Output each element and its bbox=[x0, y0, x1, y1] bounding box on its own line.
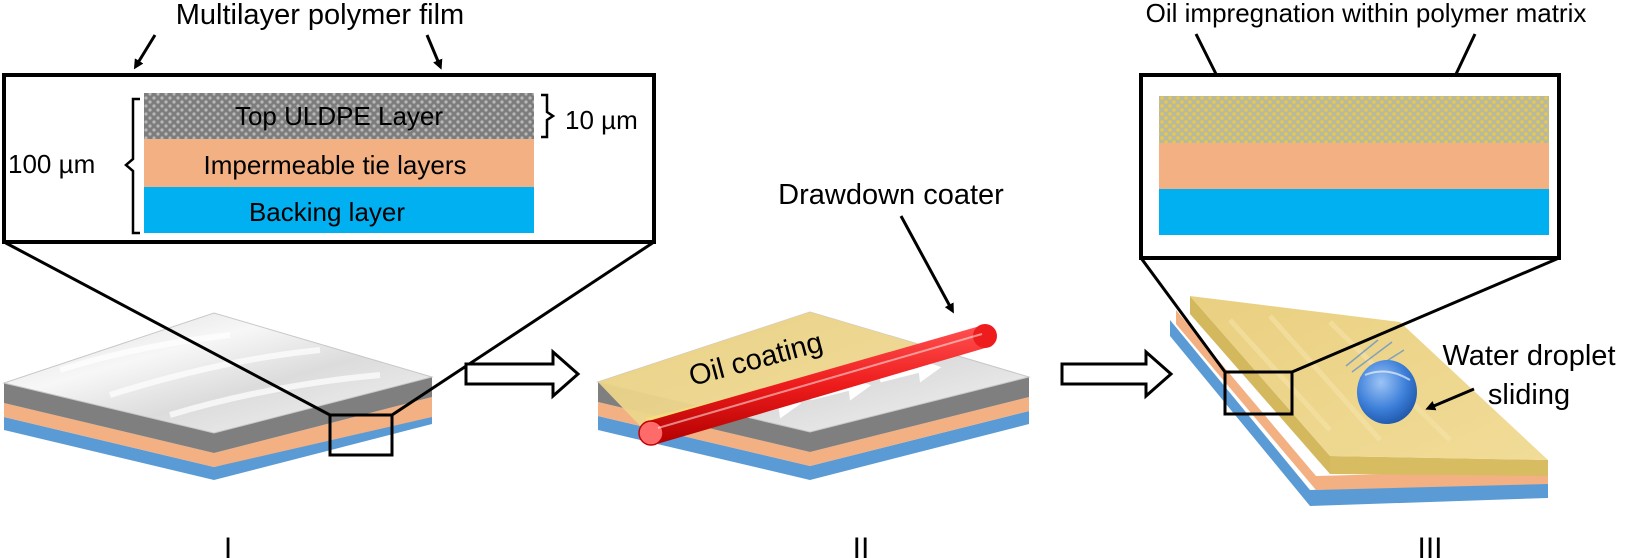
zoom-box-3 bbox=[1223, 370, 1294, 416]
layer-tie-label: Impermeable tie layers bbox=[204, 150, 467, 180]
water-droplet bbox=[1345, 339, 1417, 424]
panel3-title: Oil impregnation within polymer matrix bbox=[1146, 0, 1587, 28]
layer-uldpe-label: Top ULDPE Layer bbox=[235, 101, 443, 131]
panel1-title: Multilayer polymer film bbox=[176, 0, 464, 31]
panel-2: Drawdown coater Oil coating II bbox=[596, 179, 1031, 558]
thickness-top-label: 10 µm bbox=[565, 105, 638, 135]
stage-label-2: II bbox=[853, 532, 870, 558]
brace-100um bbox=[124, 97, 140, 235]
title-arrow-right bbox=[425, 34, 443, 70]
coater-arrow bbox=[899, 215, 954, 314]
layer-backing-label: Backing layer bbox=[249, 197, 405, 227]
process-arrow-1 bbox=[464, 348, 581, 400]
layer-backing bbox=[144, 187, 534, 233]
layer-oil-impregnated bbox=[1159, 96, 1549, 143]
droplet-label-line2: sliding bbox=[1488, 379, 1570, 411]
layer-uldpe bbox=[144, 93, 534, 139]
drawdown-roller bbox=[638, 324, 997, 446]
brace-10um bbox=[541, 93, 556, 139]
layer-backing-3 bbox=[1159, 189, 1549, 235]
panel-3: Oil impregnation within polymer matrix W… bbox=[1139, 0, 1616, 558]
stage-label-3: III bbox=[1417, 532, 1442, 558]
droplet-arrow bbox=[1425, 387, 1475, 411]
zoom-box-1 bbox=[328, 413, 394, 457]
coater-label: Drawdown coater bbox=[778, 179, 1004, 211]
zoom-line-3a bbox=[1139, 257, 1227, 373]
panel-1: Multilayer polymer film Top ULDPE Layer … bbox=[2, 0, 656, 558]
zoom-line-1b bbox=[391, 240, 655, 417]
oil-coating-region bbox=[598, 312, 958, 432]
thickness-total-label: 100 µm bbox=[8, 149, 95, 179]
title-arrow-left bbox=[133, 34, 157, 70]
zoom-line-3b bbox=[1291, 256, 1560, 374]
process-arrow-2 bbox=[1060, 348, 1174, 400]
zoom-line-1a bbox=[3, 240, 331, 417]
droplet-label-line1: Water droplet bbox=[1443, 340, 1616, 372]
stage-label-1: I bbox=[224, 532, 232, 558]
layer-tie-3 bbox=[1159, 143, 1549, 189]
layer-tie bbox=[144, 139, 534, 187]
